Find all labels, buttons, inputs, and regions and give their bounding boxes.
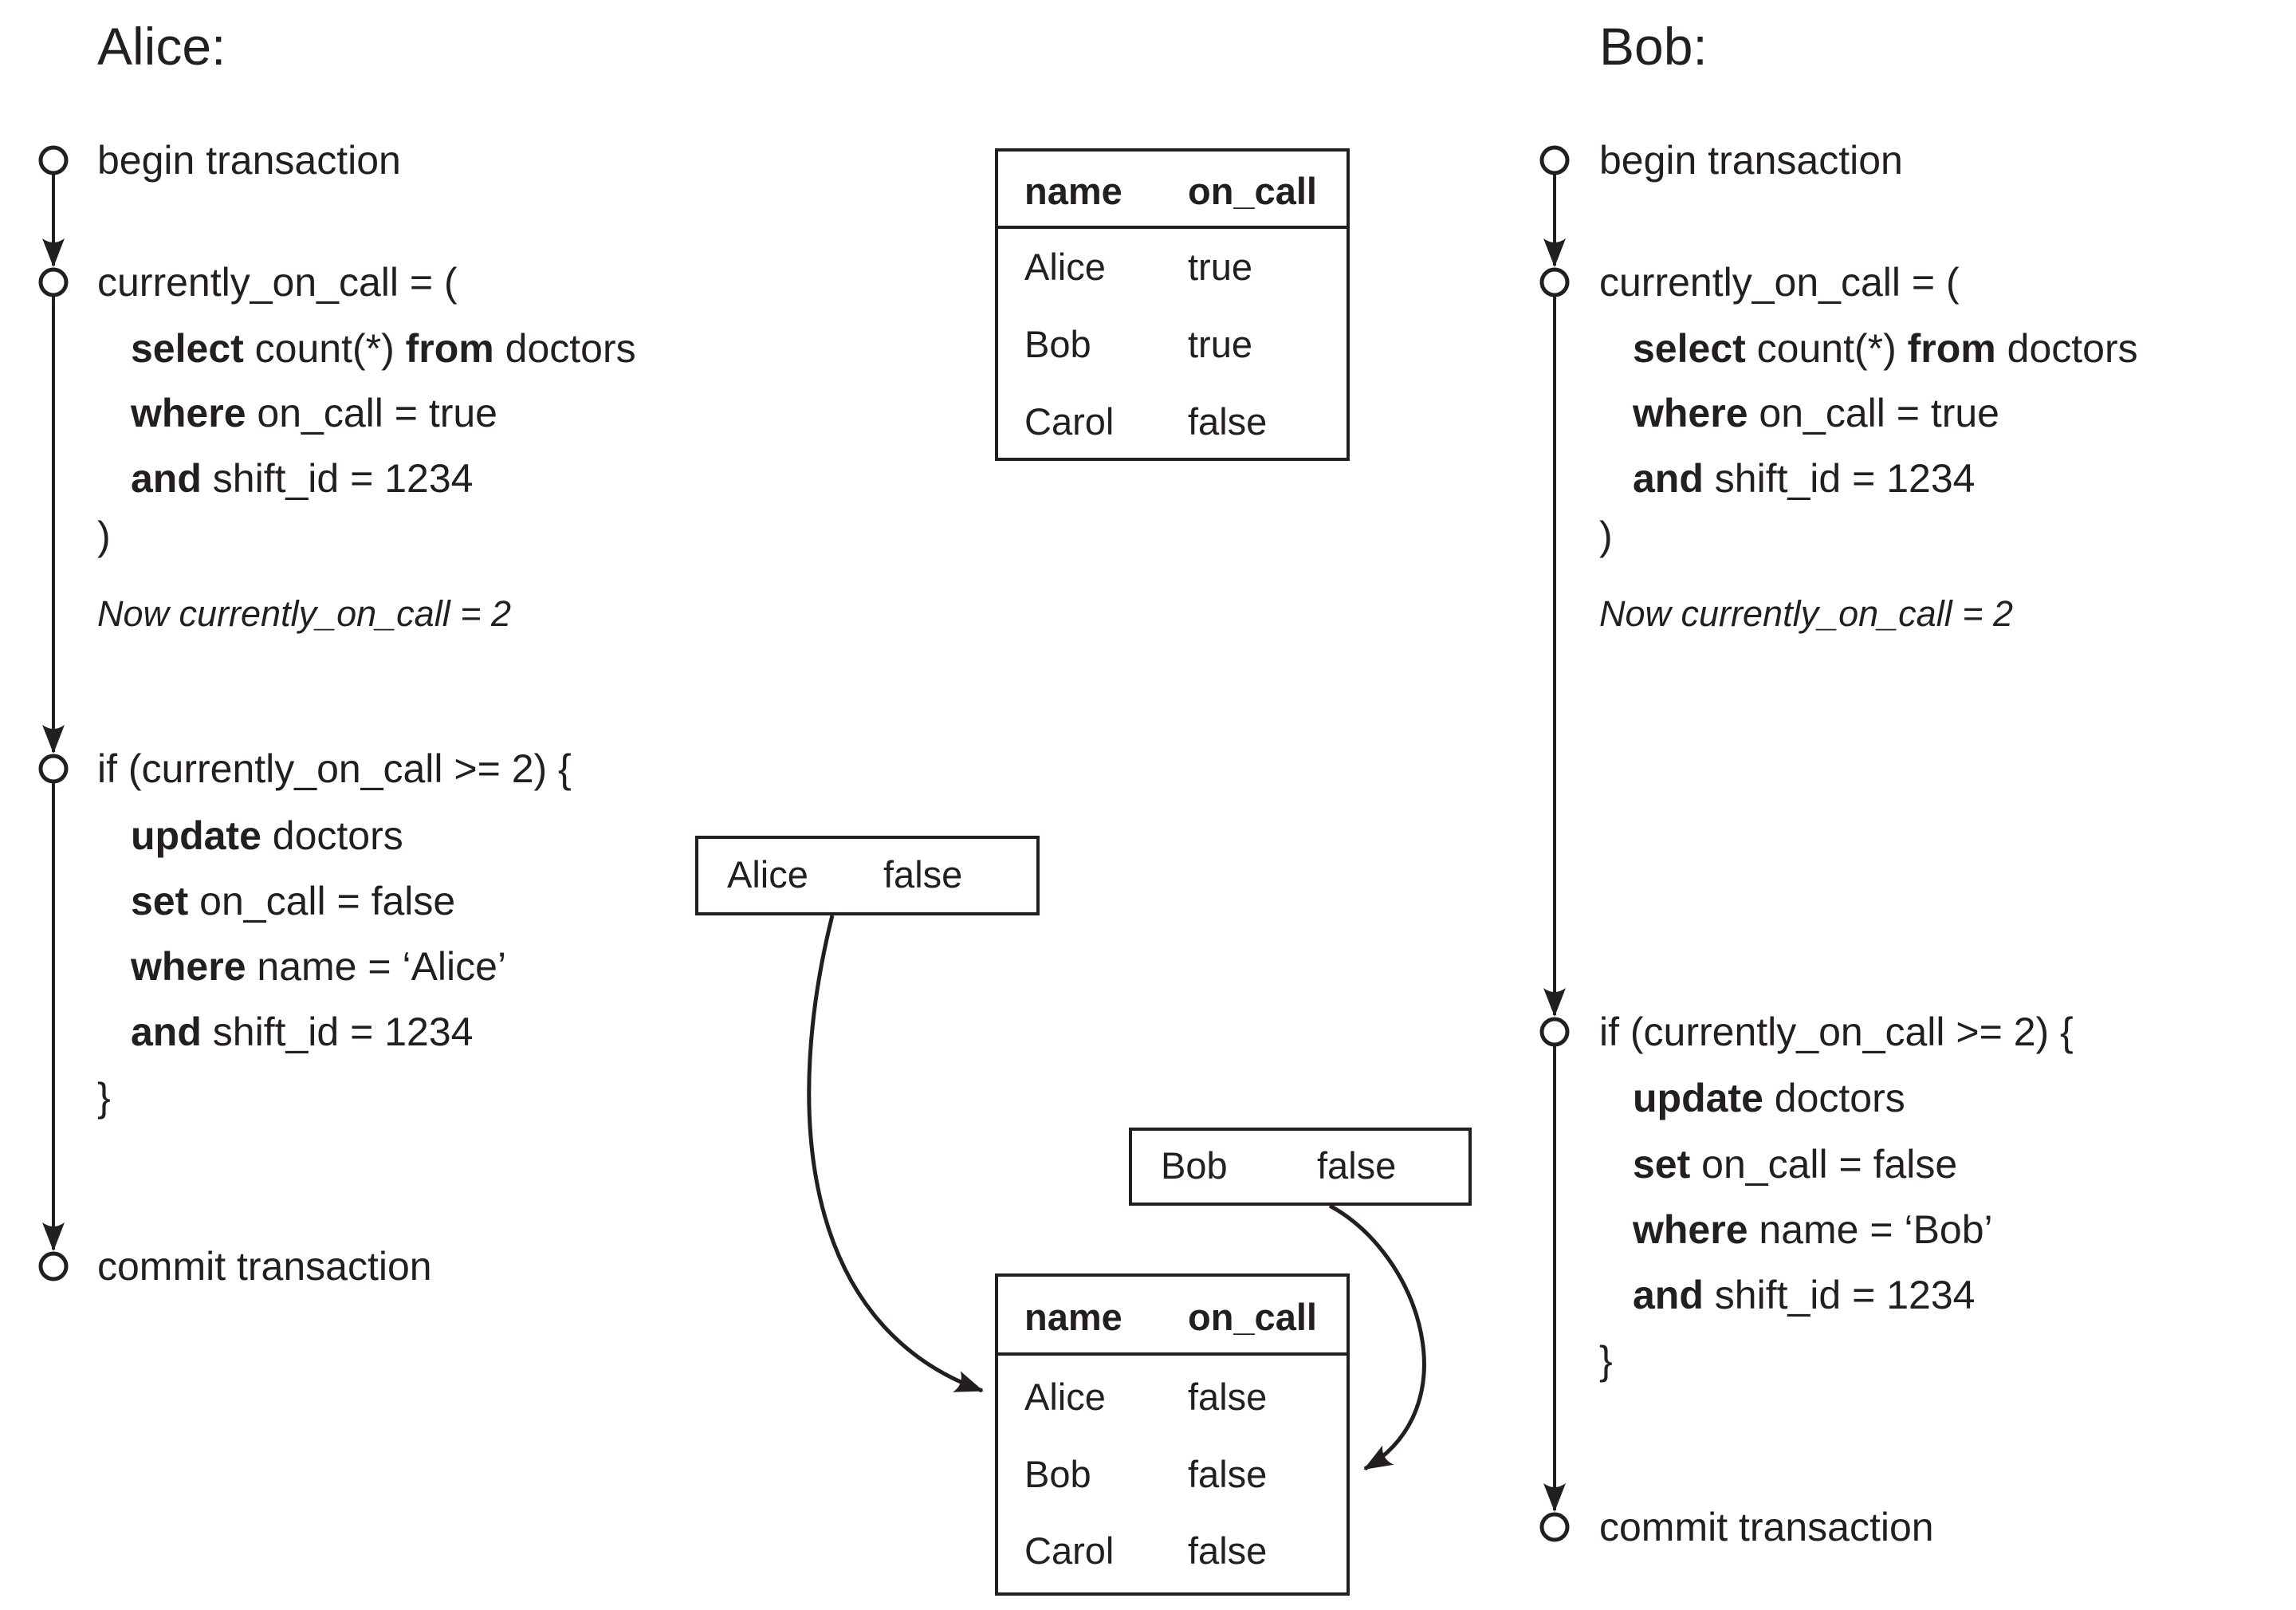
table-header-on-call: on_call xyxy=(1188,170,1317,212)
bob-if-line-4: and shift_id = 1234 xyxy=(1633,1273,1976,1317)
update-row-name: Bob xyxy=(1161,1144,1228,1187)
alice-update-arrow xyxy=(807,915,984,1393)
table-header-name: name xyxy=(1024,170,1122,212)
doctors-table-final: name on_call Alice false Bob false Carol… xyxy=(995,1273,1350,1596)
bob-query-line-0: currently_on_call = ( xyxy=(1599,260,1960,305)
bob-query-line-3: and shift_id = 1234 xyxy=(1633,456,1976,501)
table-cell-name: Carol xyxy=(1024,1529,1115,1572)
alice-timeline xyxy=(38,145,69,1281)
alice-update-row-box: Alice false xyxy=(695,836,1040,915)
table-cell-name: Carol xyxy=(1024,400,1115,443)
alice-query-line-3: and shift_id = 1234 xyxy=(131,456,474,501)
bob-if-line-2: set on_call = false xyxy=(1633,1142,1958,1187)
timeline-node-icon xyxy=(1539,145,1570,175)
bob-if-line-1: update doctors xyxy=(1633,1076,1905,1120)
alice-if-line-1: update doctors xyxy=(131,813,403,858)
bob-query-line-4: ) xyxy=(1599,514,1613,558)
table-cell-value: true xyxy=(1188,246,1252,288)
table-header-divider xyxy=(998,226,1347,229)
table-cell-value: false xyxy=(1188,400,1268,443)
table-cell-name: Bob xyxy=(1024,323,1091,365)
table-cell-name: Alice xyxy=(1024,246,1106,288)
alice-query-line-1: select count(*) from doctors xyxy=(131,326,636,371)
timeline-node-icon xyxy=(38,267,69,297)
timeline-node-icon xyxy=(1539,1017,1570,1047)
alice-title: Alice: xyxy=(97,17,226,76)
table-cell-value: false xyxy=(1188,1376,1268,1418)
alice-if-line-3: where name = ‘Alice’ xyxy=(131,944,507,989)
alice-begin-transaction-label: begin transaction xyxy=(97,138,401,183)
alice-query-line-4: ) xyxy=(97,514,111,558)
alice-if-line-2: set on_call = false xyxy=(131,879,456,923)
bob-query-line-1: select count(*) from doctors xyxy=(1633,326,2138,371)
alice-note: Now currently_on_call = 2 xyxy=(97,593,512,634)
timeline-node-icon xyxy=(1539,267,1570,297)
table-header-name: name xyxy=(1024,1296,1122,1338)
alice-query-line-2: where on_call = true xyxy=(131,391,497,435)
alice-query-line-0: currently_on_call = ( xyxy=(97,260,458,305)
bob-begin-transaction-label: begin transaction xyxy=(1599,138,1903,183)
alice-if-line-4: and shift_id = 1234 xyxy=(131,1010,474,1054)
table-header-on-call: on_call xyxy=(1188,1296,1317,1338)
bob-if-line-5: } xyxy=(1599,1338,1613,1383)
bob-note: Now currently_on_call = 2 xyxy=(1599,593,2014,634)
alice-if-line-5: } xyxy=(97,1075,111,1120)
timeline-node-icon xyxy=(1539,1512,1570,1542)
table-header-divider xyxy=(998,1352,1347,1356)
update-row-value: false xyxy=(1317,1144,1397,1187)
update-row-value: false xyxy=(883,852,963,896)
alice-commit-transaction-label: commit transaction xyxy=(97,1244,432,1289)
bob-title: Bob: xyxy=(1599,17,1708,76)
bob-timeline xyxy=(1539,145,1570,1542)
alice-if-line-0: if (currently_on_call >= 2) { xyxy=(97,746,572,791)
table-cell-name: Alice xyxy=(1024,1376,1106,1418)
table-cell-value: false xyxy=(1188,1453,1268,1495)
bob-commit-transaction-label: commit transaction xyxy=(1599,1505,1934,1549)
timeline-node-icon xyxy=(38,754,69,784)
table-cell-value: true xyxy=(1188,323,1252,365)
bob-query-line-2: where on_call = true xyxy=(1633,391,1999,435)
bob-if-line-3: where name = ‘Bob’ xyxy=(1633,1207,1993,1252)
table-cell-value: false xyxy=(1188,1529,1268,1572)
table-cell-name: Bob xyxy=(1024,1453,1091,1495)
bob-update-row-box: Bob false xyxy=(1129,1128,1472,1206)
bob-if-line-0: if (currently_on_call >= 2) { xyxy=(1599,1010,2074,1054)
doctors-table-initial: name on_call Alice true Bob true Carol f… xyxy=(995,148,1350,461)
update-row-name: Alice xyxy=(727,852,808,896)
bob-update-arrow xyxy=(1328,1203,1426,1471)
timeline-node-icon xyxy=(38,145,69,175)
timeline-node-icon xyxy=(38,1251,69,1281)
